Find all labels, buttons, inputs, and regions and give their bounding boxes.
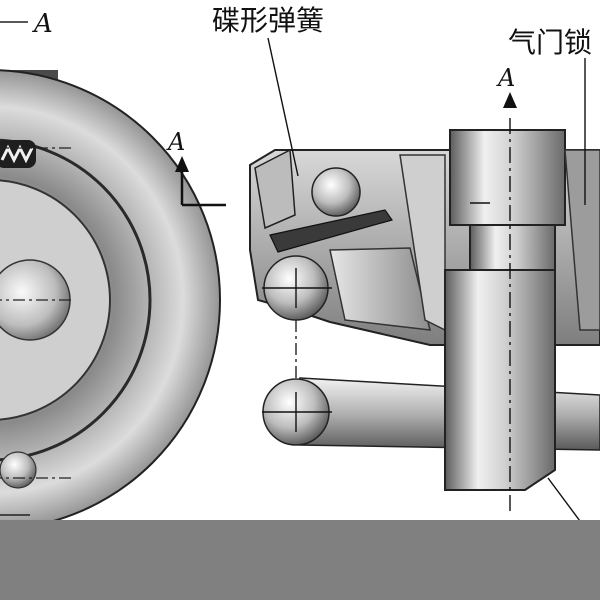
disc-spring	[269, 209, 393, 253]
top-view-ball	[0, 451, 37, 489]
arrow-up-icon	[175, 156, 189, 172]
valve-lock-neck	[469, 224, 556, 276]
housing-lip	[254, 148, 296, 230]
coil-spring-icon	[0, 140, 36, 168]
crosshair-bottom	[262, 392, 332, 432]
section-arrow-right: A	[496, 64, 517, 108]
arrow-up-icon-2	[503, 92, 517, 108]
top-view-inner-ring	[0, 138, 152, 462]
leader-disc-spring	[267, 37, 299, 177]
label-disc-spring: 碟形弹簧	[212, 4, 324, 37]
section-arrow-left: A	[166, 128, 226, 207]
section-mark-top-left: A	[32, 9, 53, 39]
bottom-band	[0, 520, 600, 600]
spring-cup	[329, 247, 431, 331]
valve-stem	[444, 269, 556, 491]
section-ball	[311, 167, 361, 217]
section-arrow-left-label: A	[166, 128, 185, 156]
section-arrow-right-label: A	[496, 64, 515, 92]
valve-lock-head	[449, 129, 566, 226]
crosshair-top	[262, 268, 332, 308]
valve-collet	[564, 149, 600, 331]
section-view	[249, 37, 600, 549]
top-view: A	[0, 9, 221, 532]
label-valve-lock: 气门锁	[508, 26, 592, 59]
